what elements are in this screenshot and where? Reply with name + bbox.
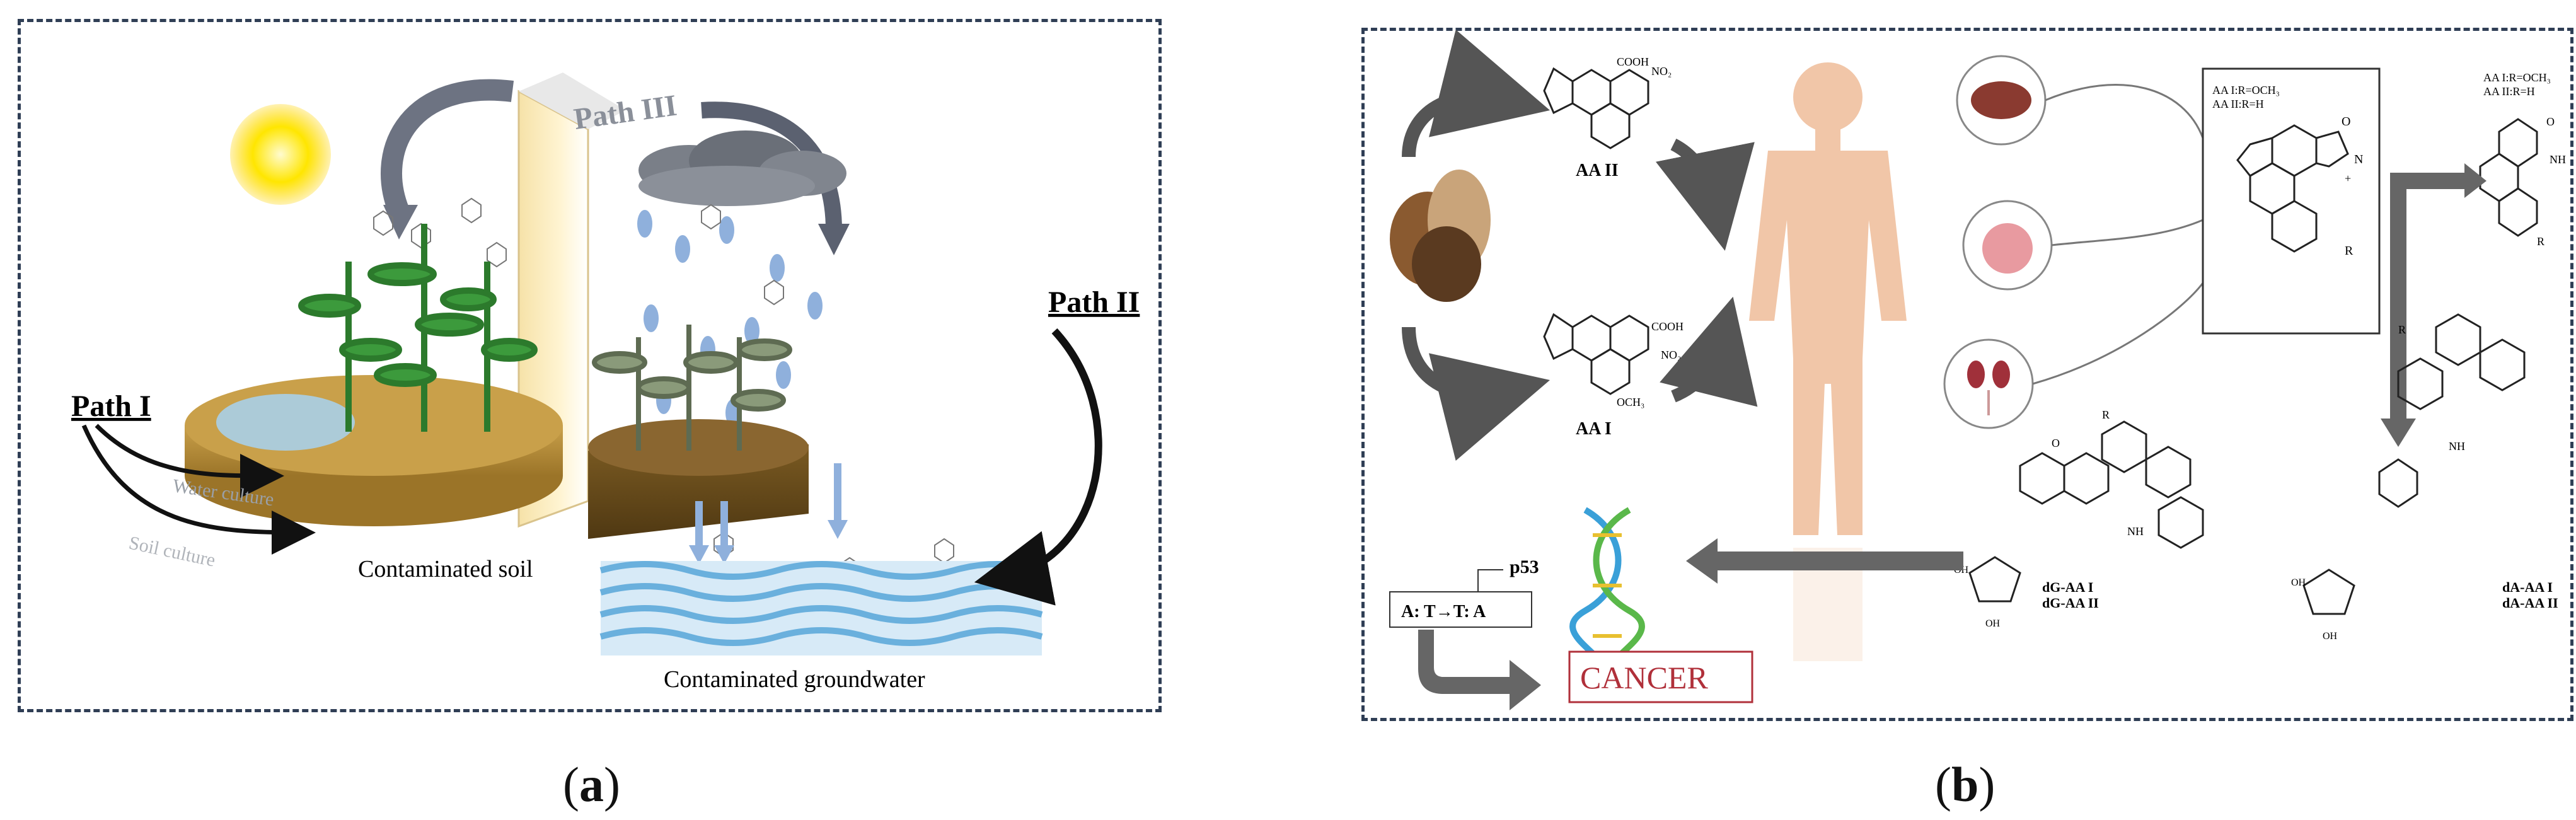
path1-label: Path I bbox=[71, 390, 151, 423]
divider-wall-top bbox=[519, 72, 626, 129]
mutation-box bbox=[1389, 591, 1532, 628]
lactam-line1: AA I:R=OCH₃ bbox=[2483, 71, 2551, 84]
dg-line2: dG-AA II bbox=[2042, 595, 2099, 611]
contaminated-soil-label: Contaminated soil bbox=[358, 556, 533, 582]
arrow-aa1-to-human bbox=[1660, 296, 1758, 407]
da-line1: dA-AA I bbox=[2502, 579, 2553, 595]
herb-seeds-icon bbox=[1390, 170, 1491, 302]
dg-nh-label: NH bbox=[2127, 525, 2144, 538]
p53-connector bbox=[1477, 569, 1503, 592]
dg-r-label: R bbox=[2102, 408, 2110, 421]
cloud-icon bbox=[638, 130, 846, 206]
lactam-r-label: R bbox=[2537, 235, 2544, 248]
da-oh-top: OH bbox=[2291, 577, 2306, 588]
box-n-label: N bbox=[2354, 153, 2363, 166]
arrow-to-cancer bbox=[1418, 630, 1541, 710]
human-body-icon bbox=[1749, 62, 1907, 535]
box-o-label: O bbox=[2342, 115, 2350, 129]
aa2-cooh-label: COOH bbox=[1617, 55, 1649, 68]
arrow-herb-to-aa1 bbox=[1402, 326, 1551, 461]
lactam-structure bbox=[2479, 118, 2538, 237]
nitrenium-box bbox=[2202, 67, 2381, 335]
groundwater-waves bbox=[599, 561, 1043, 655]
dg-oh-bottom: OH bbox=[1985, 618, 2001, 629]
liver-icon bbox=[1956, 55, 2047, 146]
rain-cycle-arrowhead bbox=[818, 224, 850, 255]
intestine-icon bbox=[1962, 200, 2053, 291]
contaminated-groundwater-label: Contaminated groundwater bbox=[664, 666, 925, 693]
panel-a-frame: Path I Path II Path III Water culture So… bbox=[18, 19, 1162, 712]
aa1-cooh-label: COOH bbox=[1651, 320, 1684, 333]
path2-arrow bbox=[974, 328, 1102, 606]
arrow-aa2-to-human bbox=[1655, 139, 1755, 251]
path2-label: Path II bbox=[1048, 286, 1140, 319]
nitrenium-structure bbox=[2236, 124, 2349, 253]
box-r-label: R bbox=[2345, 244, 2354, 258]
cancer-box bbox=[1568, 650, 1753, 703]
dg-line1: dG-AA I bbox=[2042, 579, 2093, 595]
panel-b-frame: COOH NO₂ AA II COOH NO₂ OCH₃ AA I bbox=[1361, 28, 2573, 721]
aa1-no2-label: NO₂ bbox=[1661, 349, 1681, 361]
da-oh-bottom: OH bbox=[2323, 631, 2338, 642]
dg-o-label: O bbox=[2052, 437, 2060, 449]
branch-arrow bbox=[2381, 163, 2486, 447]
water-culture-arrow bbox=[95, 424, 284, 498]
lactam-line2: AA II:R=H bbox=[2483, 85, 2535, 98]
caption-a: (a) bbox=[563, 757, 620, 812]
aa2-structure bbox=[1543, 67, 1649, 149]
panel-a-diagram: Path I Path II Path III Water culture So… bbox=[71, 72, 1140, 693]
da-nh-label: NH bbox=[2449, 440, 2465, 453]
mutation-label: A: T→T: A bbox=[1401, 602, 1486, 621]
human-reflection bbox=[1793, 548, 1863, 661]
aa1-structure bbox=[1543, 313, 1649, 395]
da-r-label: R bbox=[2398, 323, 2406, 336]
soil-culture-arrow bbox=[81, 424, 316, 555]
lactam-o-label: O bbox=[2546, 115, 2555, 128]
soil-culture-label: Soil culture bbox=[127, 533, 217, 571]
aa2-no2-label: NO₂ bbox=[1651, 65, 1672, 78]
kidney-icon bbox=[1943, 338, 2034, 429]
evaporation-arrowhead bbox=[383, 205, 418, 240]
right-soil-block bbox=[588, 419, 809, 539]
da-adduct-structure bbox=[2302, 313, 2526, 615]
caption-b: (b) bbox=[1935, 757, 1996, 812]
da-line2: dA-AA II bbox=[2502, 595, 2558, 611]
evaporation-arrow bbox=[381, 79, 514, 216]
svg-text:+: + bbox=[2345, 172, 2351, 185]
box-line2: AA II:R=H bbox=[2212, 98, 2264, 110]
aa1-label: AA I bbox=[1576, 419, 1612, 439]
lactam-nh-label: NH bbox=[2550, 153, 2566, 166]
dg-adduct-structure bbox=[1968, 420, 2204, 603]
right-plants bbox=[592, 325, 792, 451]
p53-label: p53 bbox=[1510, 557, 1539, 577]
arrow-adduct-to-dna bbox=[1686, 538, 1963, 584]
left-plants bbox=[298, 224, 538, 432]
arrow-herb-to-aa2 bbox=[1402, 29, 1551, 158]
aa2-label: AA II bbox=[1576, 161, 1619, 180]
sun-icon bbox=[230, 104, 331, 205]
rain-cycle-arrow bbox=[701, 101, 842, 231]
organ-connectors bbox=[2032, 84, 2204, 385]
infiltration-arrows bbox=[689, 463, 848, 564]
panel-b-diagram: COOH NO₂ AA II COOH NO₂ OCH₃ AA I bbox=[1389, 29, 2566, 710]
box-line1: AA I:R=OCH₃ bbox=[2212, 84, 2280, 96]
cancer-label: CANCER bbox=[1580, 660, 1708, 695]
aa1-och3-label: OCH₃ bbox=[1617, 396, 1644, 408]
